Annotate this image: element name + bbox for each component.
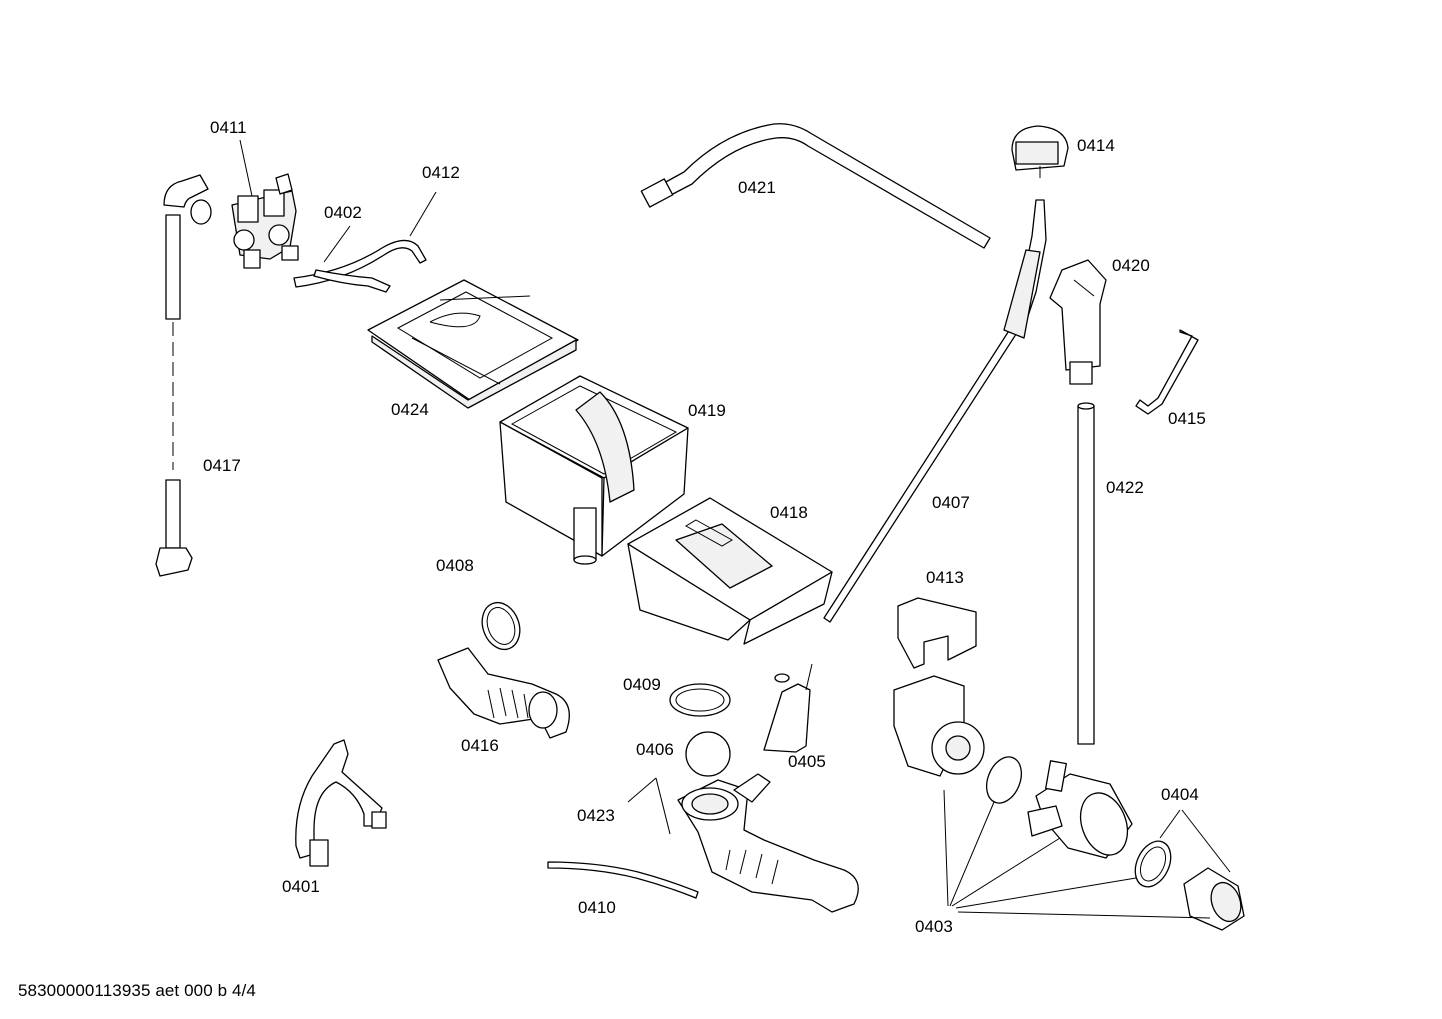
part-0416-bellows	[437, 647, 570, 739]
part-0409-seal	[669, 683, 731, 717]
label-0401: 0401	[282, 877, 320, 896]
part-0402-0412-hoses	[293, 239, 427, 293]
label-0403: 0403	[915, 917, 953, 936]
part-0408-seal	[481, 601, 521, 651]
part-0407-tube	[823, 199, 1047, 623]
part-0421-hose	[640, 123, 991, 249]
label-0410: 0410	[578, 898, 616, 917]
part-0418-detergent-drawer	[627, 497, 833, 645]
label-0405: 0405	[788, 752, 826, 771]
part-0424-dispenser-frame	[367, 279, 579, 409]
label-0415: 0415	[1168, 409, 1206, 428]
part-0413-bracket	[897, 597, 977, 669]
part-0404-filter	[1134, 840, 1245, 931]
label-0411: 0411	[210, 118, 247, 137]
part-0420-air-chamber	[1049, 259, 1107, 385]
part-0423-sump-hose	[677, 773, 859, 913]
label-0414: 0414	[1077, 136, 1115, 155]
part-0410-hose	[547, 861, 699, 899]
part-0401-hose-bracket	[295, 739, 387, 867]
label-0404: 0404	[1161, 785, 1199, 804]
part-0417-hose	[155, 174, 212, 577]
document-footer-code: 58300000113935 aet 000 b 4/4	[18, 981, 256, 1000]
label-0421: 0421	[738, 178, 776, 197]
label-0424: 0424	[391, 400, 429, 419]
label-0407: 0407	[932, 493, 970, 512]
label-0417: 0417	[203, 456, 241, 475]
label-0423: 0423	[577, 806, 615, 825]
label-0413: 0413	[926, 568, 964, 587]
part-0415-bent-rod	[1135, 329, 1199, 415]
part-0422-hose	[1077, 402, 1095, 745]
label-0420: 0420	[1112, 256, 1150, 275]
label-0418: 0418	[770, 503, 808, 522]
label-0412: 0412	[422, 163, 460, 182]
part-0406-ball	[685, 731, 731, 777]
label-0406: 0406	[636, 740, 674, 759]
label-0402: 0402	[324, 203, 362, 222]
part-0414-pressure-switch	[1011, 125, 1069, 178]
part-0403-drain-pump	[893, 675, 1133, 859]
leader-lines	[239, 139, 1231, 919]
part-0405-valve	[763, 663, 813, 753]
part-0419-dispenser-housing	[499, 375, 689, 565]
label-0409: 0409	[623, 675, 661, 694]
part-0411-inlet-valve	[231, 173, 299, 269]
label-0419: 0419	[688, 401, 726, 420]
label-0422: 0422	[1106, 478, 1144, 497]
label-0416: 0416	[461, 736, 499, 755]
label-0408: 0408	[436, 556, 474, 575]
